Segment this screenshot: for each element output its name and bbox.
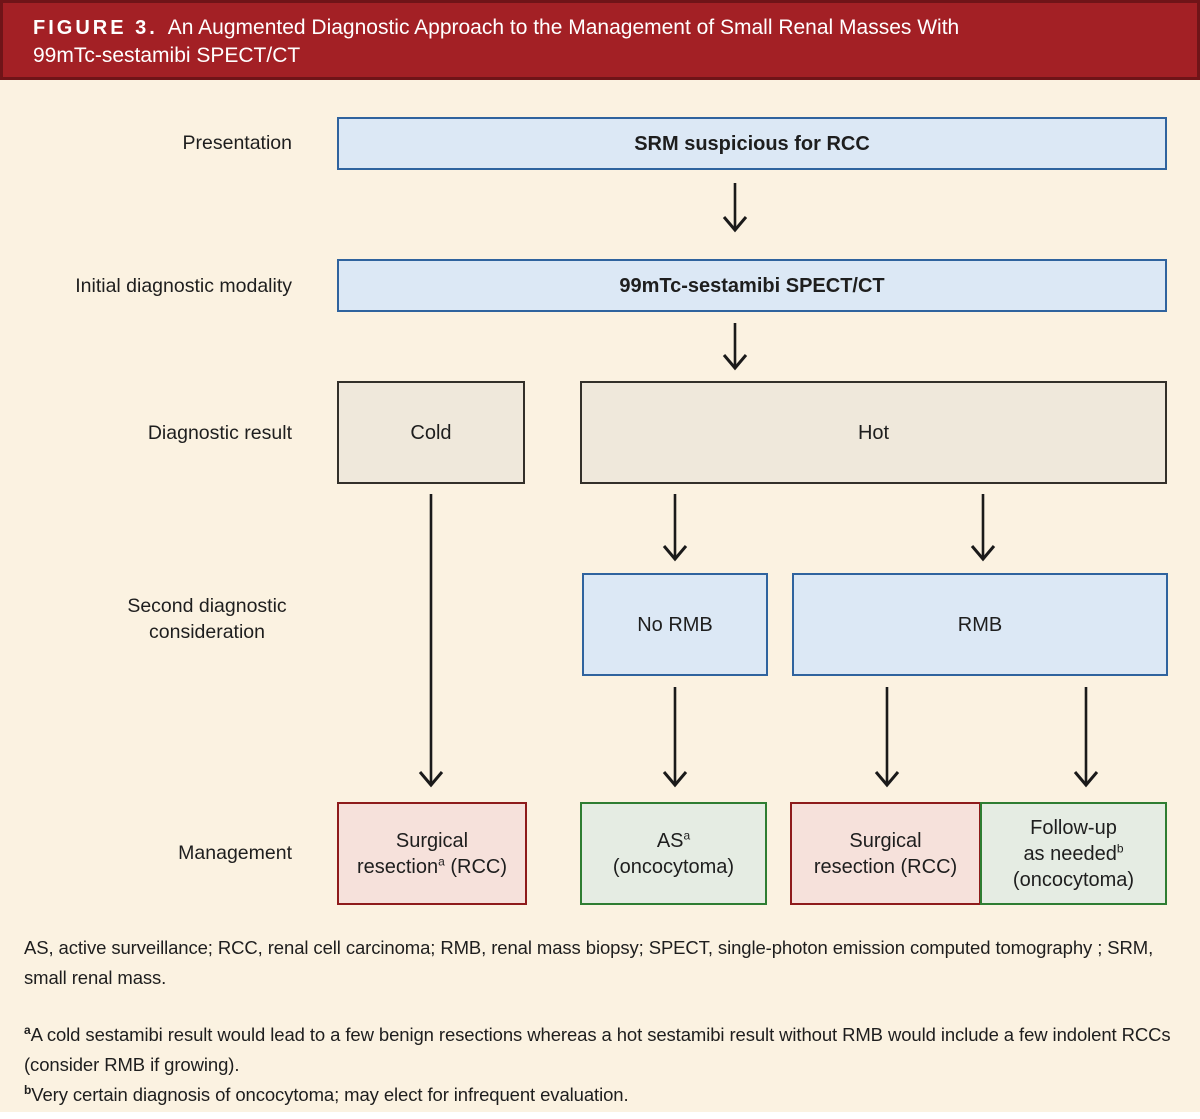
mgmt-line: (oncocytoma) — [1012, 868, 1135, 891]
footnote-ref-b: b — [1116, 840, 1124, 855]
figure-title-line1: FIGURE 3. An Augmented Diagnostic Approac… — [33, 14, 1177, 42]
footnotes: AS, active surveillance; RCC, renal cell… — [24, 933, 1176, 1110]
footnote-a: aA cold sestamibi result would lead to a… — [24, 1022, 1171, 1075]
mgmt-line: (oncocytoma) — [612, 855, 735, 878]
box-mgmt-followup: Follow-up as neededb (oncocytoma) — [980, 802, 1167, 905]
box-modality: 99mTc-sestamibi SPECT/CT — [337, 259, 1167, 312]
arrow-hot-to-no-rmb-icon — [662, 494, 688, 562]
figure-title-text: An Augmented Diagnostic Approach to the … — [167, 16, 960, 39]
row-label-initial-modality: Initial diagnostic modality — [75, 275, 292, 297]
arrow-cold-to-surgical-icon — [418, 494, 444, 788]
arrow-rmb-to-surgical-icon — [874, 687, 900, 788]
mgmt-line: Surgical — [395, 829, 469, 852]
footnote-ref-a: a — [683, 827, 691, 842]
box-mgmt-surgical-resection-hot: Surgical resection (RCC) — [790, 802, 981, 905]
row-label-presentation: Presentation — [182, 132, 293, 154]
mgmt-line: ASa — [656, 827, 691, 852]
row-label-diagnostic-result: Diagnostic result — [147, 422, 292, 444]
abbreviations-note: AS, active surveillance; RCC, renal cell… — [24, 937, 1154, 988]
mgmt-line: Follow-up — [1030, 816, 1117, 839]
arrow-no-rmb-to-as-icon — [662, 687, 688, 788]
figure-number-label: FIGURE 3. — [33, 17, 158, 39]
flowchart-canvas: Presentation Initial diagnostic modality… — [0, 80, 1200, 1112]
box-cold: Cold — [337, 381, 525, 484]
figure-header: FIGURE 3. An Augmented Diagnostic Approac… — [0, 0, 1200, 80]
mgmt-line: resectiona (RCC) — [356, 853, 508, 878]
row-label-management: Management — [178, 842, 292, 864]
arrow-modality-to-result-icon — [722, 323, 748, 371]
footnote-b: bVery certain diagnosis of oncocytoma; m… — [24, 1082, 629, 1105]
box-mgmt-active-surveillance: ASa (oncocytoma) — [580, 802, 767, 905]
box-no-rmb: No RMB — [582, 573, 768, 676]
arrow-hot-to-rmb-icon — [970, 494, 996, 562]
row-label-second-diagnostic: Second diagnostic consideration — [112, 593, 302, 645]
footnote-b-marker: b — [24, 1082, 32, 1097]
mgmt-line: Surgical — [849, 829, 922, 852]
box-hot: Hot — [580, 381, 1167, 484]
box-presentation: SRM suspicious for RCC — [337, 117, 1167, 170]
row-label-second-diagnostic-line2: consideration — [149, 621, 265, 643]
footnote-a-marker: a — [24, 1022, 31, 1037]
footnote-ref-a: a — [438, 853, 445, 868]
figure-title-line2: 99mTc-sestamibi SPECT/CT — [33, 44, 301, 67]
arrow-presentation-to-modality-icon — [722, 183, 748, 233]
arrow-rmb-to-followup-icon — [1073, 687, 1099, 788]
mgmt-line: resection (RCC) — [813, 855, 958, 878]
row-label-second-diagnostic-line1: Second diagnostic — [127, 595, 287, 617]
box-mgmt-surgical-resection-cold: Surgical resectiona (RCC) — [337, 802, 527, 905]
box-rmb: RMB — [792, 573, 1168, 676]
mgmt-line: as neededb — [1023, 840, 1124, 865]
